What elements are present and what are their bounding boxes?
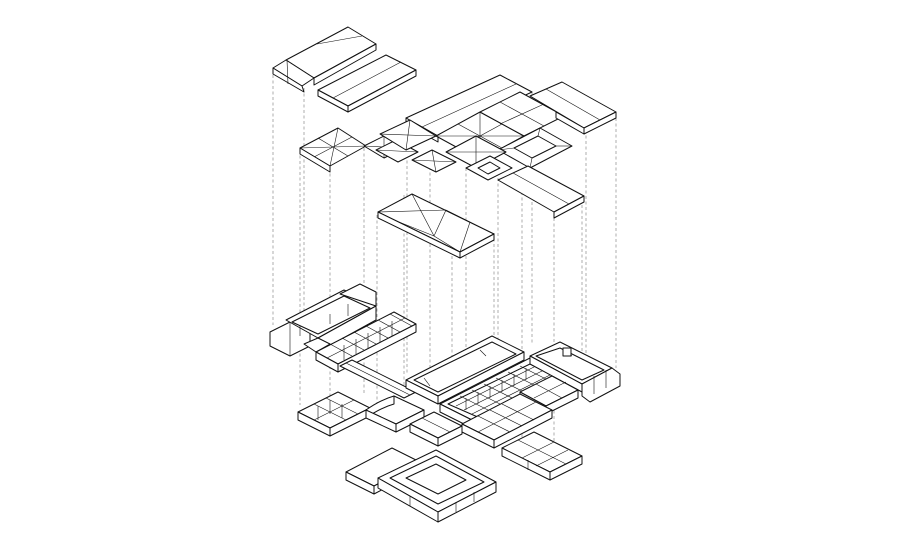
building-wing-south-east bbox=[501, 431, 583, 481]
building-wing-southwest bbox=[297, 391, 371, 437]
building-wing-east bbox=[529, 341, 621, 403]
lower-roof-layer bbox=[377, 193, 495, 259]
building-wing-classrooms bbox=[315, 311, 417, 373]
building-courtyard-south bbox=[345, 447, 497, 523]
building-vault-center bbox=[409, 411, 463, 447]
building-wing-northwest bbox=[269, 283, 377, 357]
corridor-link bbox=[339, 359, 417, 399]
roof-hip-small-a bbox=[363, 135, 419, 163]
roof-gable-left bbox=[272, 26, 377, 93]
building-vault-left bbox=[365, 395, 425, 433]
roof-folded-plate bbox=[377, 193, 495, 259]
roof-gable-lower-right bbox=[497, 165, 585, 219]
roof-hip-small-b bbox=[379, 119, 457, 173]
building-central-hall bbox=[405, 335, 525, 405]
roof-gable-center bbox=[317, 54, 417, 113]
roof-gable-right bbox=[529, 81, 617, 135]
ground-floor-layer bbox=[269, 283, 621, 523]
roof-hip-left bbox=[299, 127, 367, 173]
upper-roof-layer bbox=[272, 26, 617, 169]
middle-roof-layer bbox=[299, 119, 585, 219]
roof-hip-center bbox=[445, 135, 513, 181]
building-wing-south bbox=[461, 393, 553, 449]
